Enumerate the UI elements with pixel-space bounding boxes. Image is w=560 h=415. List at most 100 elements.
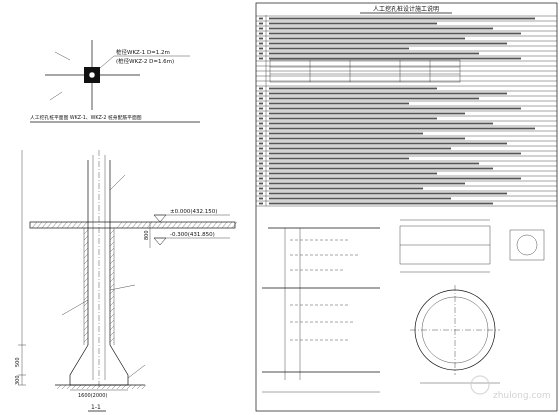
note-row-text: [269, 137, 465, 140]
ground-slab-hatch: [31, 221, 238, 229]
dim-300: 300: [15, 375, 21, 385]
note-row-number: [259, 127, 263, 130]
note-row-number: [259, 17, 263, 20]
note-row-number: [259, 182, 263, 185]
slab-hatch-stroke: [56, 221, 63, 229]
base-hatch-stroke: [71, 384, 77, 390]
note-row-text: [269, 102, 409, 105]
slab-hatch-stroke: [76, 221, 83, 229]
slab-hatch-stroke: [116, 221, 123, 229]
notes-subtable: [269, 59, 461, 83]
wall-hatch-left: [83, 307, 89, 313]
wall-hatch-left: [83, 259, 89, 265]
base-hatch-stroke: [61, 384, 67, 390]
wall-hatch-right: [109, 307, 115, 313]
slab-hatch-stroke: [171, 221, 178, 229]
note-row-number: [259, 102, 263, 105]
note-row-text: [269, 37, 465, 40]
wall-hatch-right: [109, 295, 115, 301]
watermark-logo-icon: [470, 375, 490, 395]
pile-wkz2-label: (桩径WKZ-2 D=1.6m): [116, 57, 174, 65]
base-hatch-stroke: [136, 384, 142, 390]
slab-hatch-stroke: [131, 221, 138, 229]
elevation-top: ±0.000(432.150): [170, 209, 217, 215]
wall-hatch-left: [83, 283, 89, 289]
wall-hatch-left: [83, 301, 89, 307]
subtable-frame: [269, 59, 461, 83]
note-row-text: [269, 167, 493, 170]
note-row-number: [259, 57, 263, 60]
note-row-text: [269, 157, 409, 160]
note-row-number: [259, 87, 263, 90]
note-row-number: [259, 192, 263, 195]
wall-hatch-right: [109, 301, 115, 307]
wall-hatch-right: [109, 277, 115, 283]
base-hatch-stroke: [111, 384, 117, 390]
base-hatch: [56, 384, 147, 390]
note-row-text: [269, 152, 521, 155]
wall-hatch-right: [109, 271, 115, 277]
base-hatch-stroke: [96, 384, 102, 390]
wall-hatch-right: [109, 265, 115, 271]
base-hatch-stroke: [91, 384, 97, 390]
wall-hatch-left: [83, 235, 89, 241]
note-row-number: [259, 132, 263, 135]
pile-wkz1-label: 桩径WKZ-1 D=1.2m: [116, 48, 170, 56]
wall-hatch-left: [83, 253, 89, 259]
note-row-number: [259, 137, 263, 140]
dim-base: 1600(2000): [78, 393, 107, 399]
base-hatch-stroke: [56, 384, 62, 390]
base-hatch-stroke: [86, 384, 92, 390]
note-row-number: [259, 42, 263, 45]
notes-rows: [256, 15, 557, 207]
wall-hatch-right: [109, 229, 115, 235]
dim-800: 800: [144, 230, 150, 240]
slab-hatch-stroke: [231, 221, 238, 229]
note-row-number: [259, 122, 263, 125]
wall-hatch-left: [83, 241, 89, 247]
detail-side-rect: [509, 229, 545, 261]
wall-hatch-right: [109, 283, 115, 289]
base-hatch-stroke: [116, 384, 122, 390]
note-row-text: [269, 22, 437, 25]
pile-center-circle: [88, 71, 96, 79]
pile-plan-view: 桩径WKZ-1 D=1.2m (桩径WKZ-2 D=1.6m) 人工挖孔桩平面图…: [30, 40, 200, 123]
section-label: 1-1: [91, 404, 101, 411]
base-hatch-stroke: [76, 384, 82, 390]
note-row-number: [259, 112, 263, 115]
slab-hatch-stroke: [221, 221, 228, 229]
slab-hatch-stroke: [191, 221, 198, 229]
note-row-text: [269, 52, 479, 55]
note-row-text: [269, 182, 465, 185]
note-row-text: [269, 162, 479, 165]
slab-hatch-stroke: [176, 221, 183, 229]
notes-frame: [255, 2, 558, 412]
note-row-text: [269, 147, 451, 150]
wall-hatch-left: [83, 229, 89, 235]
dim-500: 500: [15, 357, 21, 367]
note-row-number: [259, 147, 263, 150]
top-rebar-leader: [109, 174, 126, 191]
wall-hatch-right: [109, 247, 115, 253]
note-row-number: [259, 52, 263, 55]
slab-hatch-stroke: [81, 221, 88, 229]
note-row-text: [269, 177, 521, 180]
slab-hatch-stroke: [66, 221, 73, 229]
note-row-number: [259, 32, 263, 35]
slab-hatch-stroke: [151, 221, 158, 229]
wall-hatch-right: [109, 241, 115, 247]
note-row-number: [259, 187, 263, 190]
detail-side-circle: [516, 234, 538, 256]
note-row-text: [269, 47, 409, 50]
slab-hatch-stroke: [51, 221, 58, 229]
slab-hatch-stroke: [156, 221, 163, 229]
note-row-text: [269, 127, 535, 130]
retaining-wall-hatch: [83, 228, 115, 345]
base-hatch-stroke: [126, 384, 132, 390]
note-row-text: [269, 32, 521, 35]
slab-hatch-stroke: [196, 221, 203, 229]
ground-slab: [29, 221, 236, 229]
note-row-text: [269, 142, 507, 145]
note-row-text: [269, 187, 423, 190]
